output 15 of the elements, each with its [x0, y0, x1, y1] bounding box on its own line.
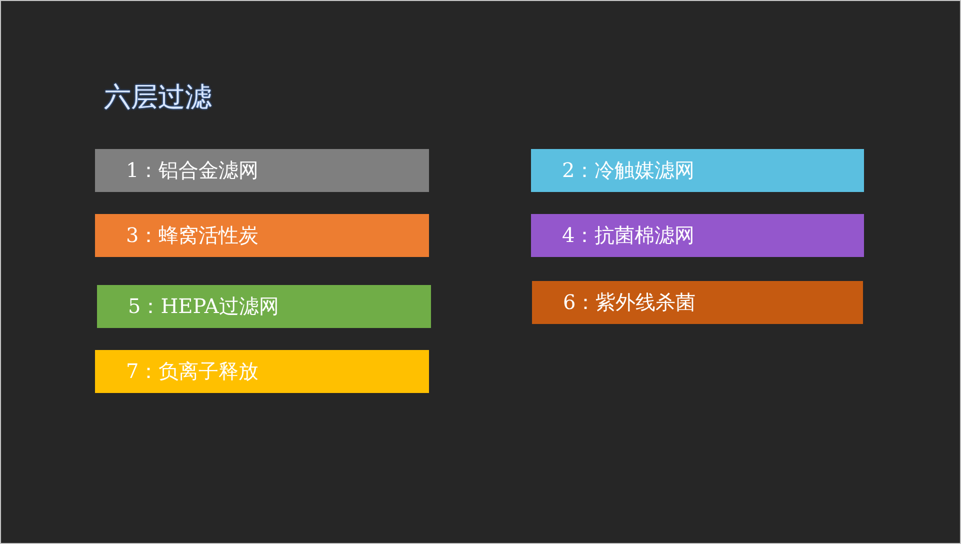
layer-label: 5：HEPA过滤网 — [128, 293, 279, 319]
filter-layer-bar — [532, 281, 863, 324]
filter-layer-bar — [531, 149, 864, 192]
layer-label: 1：铝合金滤网 — [126, 157, 259, 183]
layer-label: 3：蜂窝活性炭 — [126, 222, 259, 248]
filter-layer-bar — [95, 214, 429, 257]
layer-label: 2：冷触媒滤网 — [562, 157, 695, 183]
filter-layer-bar — [95, 350, 429, 393]
layer-label: 4：抗菌棉滤网 — [562, 222, 695, 248]
filter-layer-bar — [97, 285, 431, 328]
layer-label: 7：负离子释放 — [126, 358, 259, 384]
filter-layer-bar — [95, 149, 429, 192]
slide-title: 六层过滤 — [104, 81, 212, 115]
layer-label: 6：紫外线杀菌 — [563, 289, 696, 315]
filter-layer-bar — [531, 214, 864, 257]
